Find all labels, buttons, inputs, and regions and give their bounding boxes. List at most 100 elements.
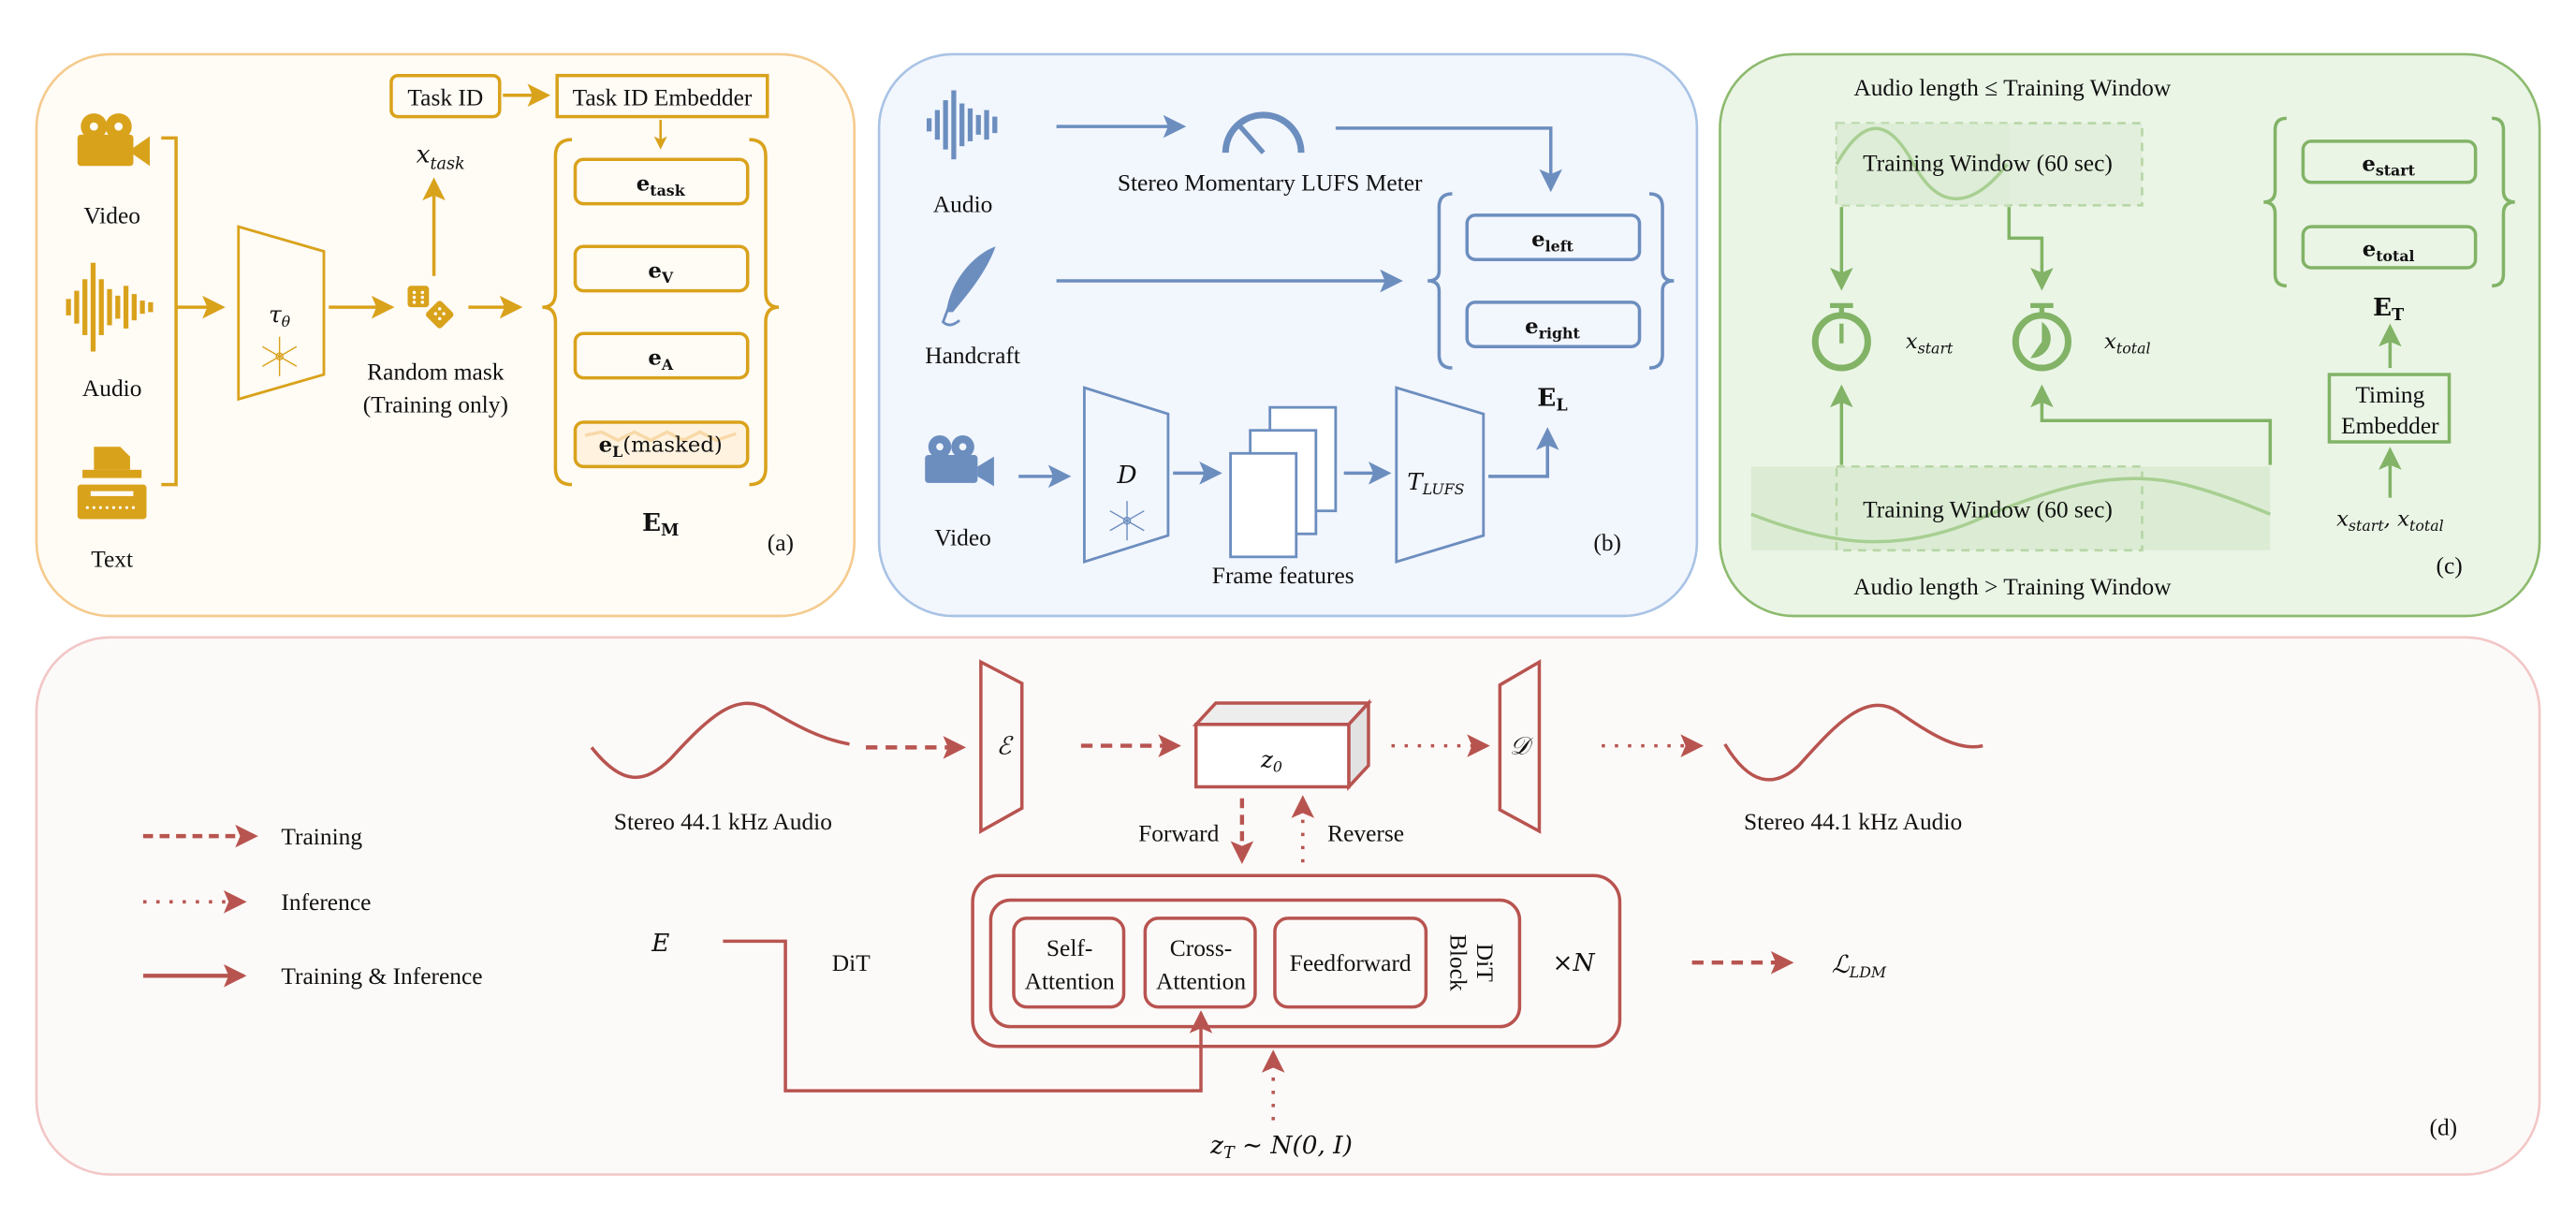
- audio-label: Audio: [933, 190, 993, 217]
- embedding-e-left: eleft: [1465, 213, 1642, 261]
- training-window-bottom: [1835, 465, 2144, 552]
- dice-icon: [407, 286, 454, 329]
- panel-d-frame: [35, 636, 2541, 1176]
- output-audio-wave: [1723, 703, 1983, 782]
- arrow-to-total-top: [2007, 207, 2054, 291]
- arrow-to-total-bottom: [2030, 384, 2273, 465]
- svg-text:eL(masked): eL(masked): [599, 433, 723, 461]
- input-audio-wave: [590, 701, 850, 780]
- output-audio-label: Stereo 44.1 kHz Audio: [1744, 808, 1962, 835]
- video-camera-icon: [925, 434, 994, 487]
- transformer-symbol: TLUFS: [1407, 468, 1464, 498]
- input-label-video: Video: [83, 202, 140, 229]
- panel-a: Video Audio Text τθ: [35, 52, 856, 618]
- input-label-audio: Audio: [82, 374, 142, 402]
- arrow-meter-to-embeddings: [1335, 126, 1563, 193]
- panel-d: Training Inference Training & Inference …: [35, 636, 2541, 1176]
- timing-embedder-line1: Timing: [2355, 381, 2424, 408]
- self-attention-line2: Attention: [1025, 967, 1115, 994]
- left-brace: [542, 138, 573, 487]
- x-task-label: xtask: [417, 141, 465, 174]
- encoder-symbol: τθ: [269, 301, 291, 330]
- svg-text:eleft: eleft: [1531, 227, 1573, 255]
- svg-text:DiT: DiT: [1471, 944, 1499, 982]
- svg-text:eright: eright: [1525, 315, 1580, 342]
- dit-label: DiT: [832, 949, 871, 976]
- audio-region-bottom: [1750, 466, 2271, 550]
- embedding-e-v: eV: [573, 244, 750, 293]
- panel-a-tag: (a): [768, 529, 794, 556]
- group-label-em: EM: [642, 508, 679, 540]
- forward-label: Forward: [1138, 819, 1219, 846]
- vae-decoder-trapezoid: [1498, 659, 1542, 834]
- top-condition-title: Audio length ≤ Training Window: [1853, 74, 2172, 101]
- left-brace: [2263, 116, 2287, 288]
- legend-item-training: Training: [142, 823, 362, 850]
- dit-outer-box: [971, 873, 1622, 1049]
- embedding-e-a: eA: [573, 331, 750, 380]
- dit-block-label: DiT Block: [1445, 934, 1499, 991]
- frame-features-label: Frame features: [1212, 562, 1354, 589]
- audio-waveform-icon: [66, 262, 154, 352]
- embedding-e-task: etask: [573, 157, 750, 206]
- meter-label: Stereo Momentary LUFS Meter: [1118, 169, 1423, 197]
- bottom-condition-title: Audio length > Training Window: [1853, 573, 2172, 600]
- svg-text:Block: Block: [1445, 934, 1472, 991]
- group-label-et: ET: [2373, 293, 2404, 325]
- snowflake-icon: [262, 336, 298, 376]
- group-label-el: EL: [1537, 383, 1567, 415]
- panel-b: Audio Stereo Momentary LUFS Meter Handcr…: [877, 52, 1699, 618]
- timing-inputs-label: xstart, xtotal: [2336, 506, 2444, 534]
- condition-label: E: [651, 930, 669, 958]
- embedding-e-l-masked: eL(masked): [573, 420, 750, 469]
- embedding-e-right: eright: [1465, 301, 1642, 348]
- panel-d-tag: (d): [2429, 1113, 2457, 1140]
- svg-text:etotal: etotal: [2363, 238, 2415, 265]
- quill-icon: [941, 246, 996, 327]
- x-total-label: xtotal: [2104, 330, 2151, 357]
- noise-label: zT ∼ N(0, I): [1209, 1132, 1353, 1163]
- svg-text:eA: eA: [648, 346, 674, 374]
- self-attention-line1: Self-: [1046, 934, 1092, 961]
- reverse-label: Reverse: [1327, 819, 1404, 846]
- task-id-label: Task ID: [407, 83, 483, 110]
- legend: Training Inference Training & Inference: [142, 823, 483, 990]
- embedding-e-total: etotal: [2301, 225, 2478, 270]
- training-window-bottom-label: Training Window (60 sec): [1863, 496, 2113, 523]
- svg-text:estart: estart: [2362, 152, 2415, 179]
- right-brace: [1648, 192, 1675, 370]
- right-brace: [749, 138, 780, 487]
- task-id-embedder-box: [555, 73, 769, 119]
- panel-c-tag: (c): [2437, 551, 2463, 579]
- x-start-label: xstart: [1906, 330, 1954, 357]
- legend-item-training-inference: Training & Inference: [142, 962, 483, 990]
- svg-text:etask: etask: [637, 172, 686, 199]
- frame-encoder-trapezoid: [1083, 386, 1170, 565]
- lufs-meter-icon: [1222, 111, 1305, 154]
- handcraft-label: Handcraft: [925, 342, 1020, 369]
- training-window-top-label: Training Window (60 sec): [1863, 149, 2113, 176]
- audio-waveform-icon: [926, 90, 998, 160]
- legend-item-inference: Inference: [142, 888, 371, 916]
- arrow-condition-to-cross-attention: [723, 939, 1213, 1093]
- audio-wave-bottom: [1750, 477, 2271, 544]
- lufs-transformer-trapezoid: [1395, 386, 1486, 564]
- input-bracket: [161, 136, 178, 487]
- snowflake-icon: [1109, 501, 1145, 541]
- panel-b-tag: (b): [1593, 529, 1621, 556]
- dit-block-box: [988, 898, 1522, 1029]
- vae-encoder-symbol: ℰ: [996, 732, 1014, 760]
- input-label-text: Text: [91, 545, 133, 572]
- cross-attention-line1: Cross-: [1170, 934, 1232, 961]
- svg-text:Training: Training: [281, 823, 362, 850]
- stopwatch-total-icon: [2012, 302, 2071, 372]
- input-audio-label: Stereo 44.1 kHz Audio: [614, 808, 832, 835]
- svg-text:eV: eV: [648, 259, 674, 286]
- text-encoder-trapezoid: [237, 225, 326, 402]
- video-label: Video: [934, 524, 991, 551]
- video-camera-icon: [77, 113, 151, 167]
- loss-label: ℒLDM: [1832, 951, 1887, 981]
- random-mask-note: (Training only): [363, 390, 508, 418]
- svg-text:Training & Inference: Training & Inference: [281, 962, 482, 990]
